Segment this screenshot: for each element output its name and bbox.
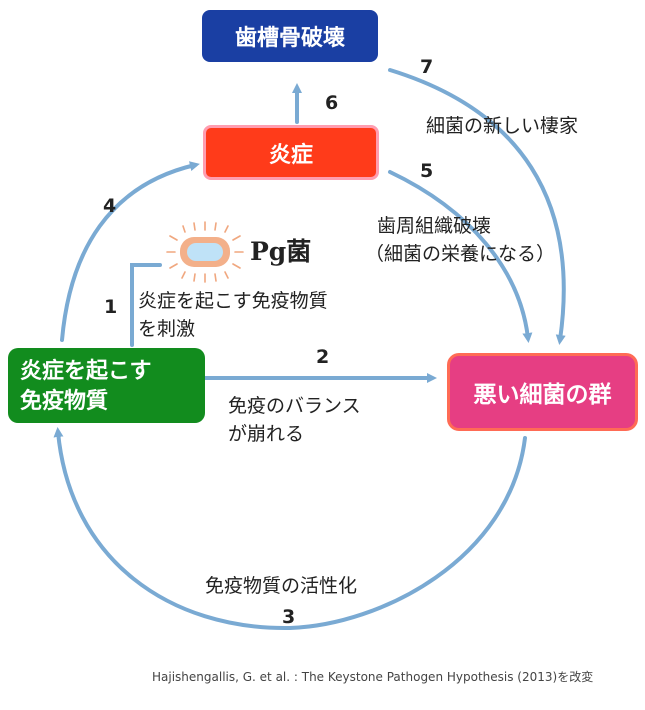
step-number-4: 4 xyxy=(103,195,117,217)
arrow-7 xyxy=(388,68,566,345)
step-number-1: 1 xyxy=(104,296,118,318)
immune-substance-label-line2: 免疫物質 xyxy=(20,387,109,414)
bone-destruction-box: 歯槽骨破壊 xyxy=(202,10,378,62)
label-tissue-destruction-line1: 歯周組織破壊 xyxy=(377,215,492,237)
label-stimulate-immune: 炎症を起こす免疫物質 を刺激 xyxy=(138,287,328,343)
label-immune-balance: 免疫のバランス が崩れる xyxy=(228,392,361,448)
label-new-habitat: 細菌の新しい棲家 xyxy=(426,115,579,137)
label-tissue-destruction-line2: （細菌の栄養になる） xyxy=(365,243,556,265)
pg-bacterium-label: Pg菌 xyxy=(250,237,312,266)
label-stimulate-immune-line1: 炎症を起こす免疫物質 xyxy=(138,290,328,312)
bone-destruction-label: 歯槽骨破壊 xyxy=(234,25,345,51)
source-caption: Hajishengallis, G. et al. : The Keystone… xyxy=(152,670,594,684)
step-number-7: 7 xyxy=(420,56,434,78)
label-immune-balance-line1: 免疫のバランス xyxy=(228,395,361,417)
label-immune-activation: 免疫物質の活性化 xyxy=(205,575,358,597)
inflammation-label: 炎症 xyxy=(268,141,313,168)
label-tissue-destruction: 歯周組織破壊 （細菌の栄養になる） xyxy=(365,212,555,268)
arrow-1 xyxy=(130,263,162,347)
arrow-3 xyxy=(53,427,527,631)
step-number-2: 2 xyxy=(316,346,330,368)
step-number-3: 3 xyxy=(282,606,296,628)
arrow-5 xyxy=(388,170,533,343)
label-stimulate-immune-line2: を刺激 xyxy=(138,318,196,340)
step-number-6: 6 xyxy=(325,92,339,114)
bad-bacteria-label: 悪い細菌の群 xyxy=(473,381,612,408)
pg-bacterium-icon xyxy=(166,221,244,283)
immune-substance-label-line1: 炎症を起こす xyxy=(20,357,152,384)
inflammation-box: 炎症 xyxy=(203,125,379,180)
bad-bacteria-box: 悪い細菌の群 xyxy=(447,353,638,431)
arrow-4 xyxy=(60,161,200,342)
label-immune-balance-line2: が崩れる xyxy=(228,423,305,445)
step-number-5: 5 xyxy=(420,160,434,182)
immune-substance-box: 炎症を起こす 免疫物質 xyxy=(8,348,205,423)
